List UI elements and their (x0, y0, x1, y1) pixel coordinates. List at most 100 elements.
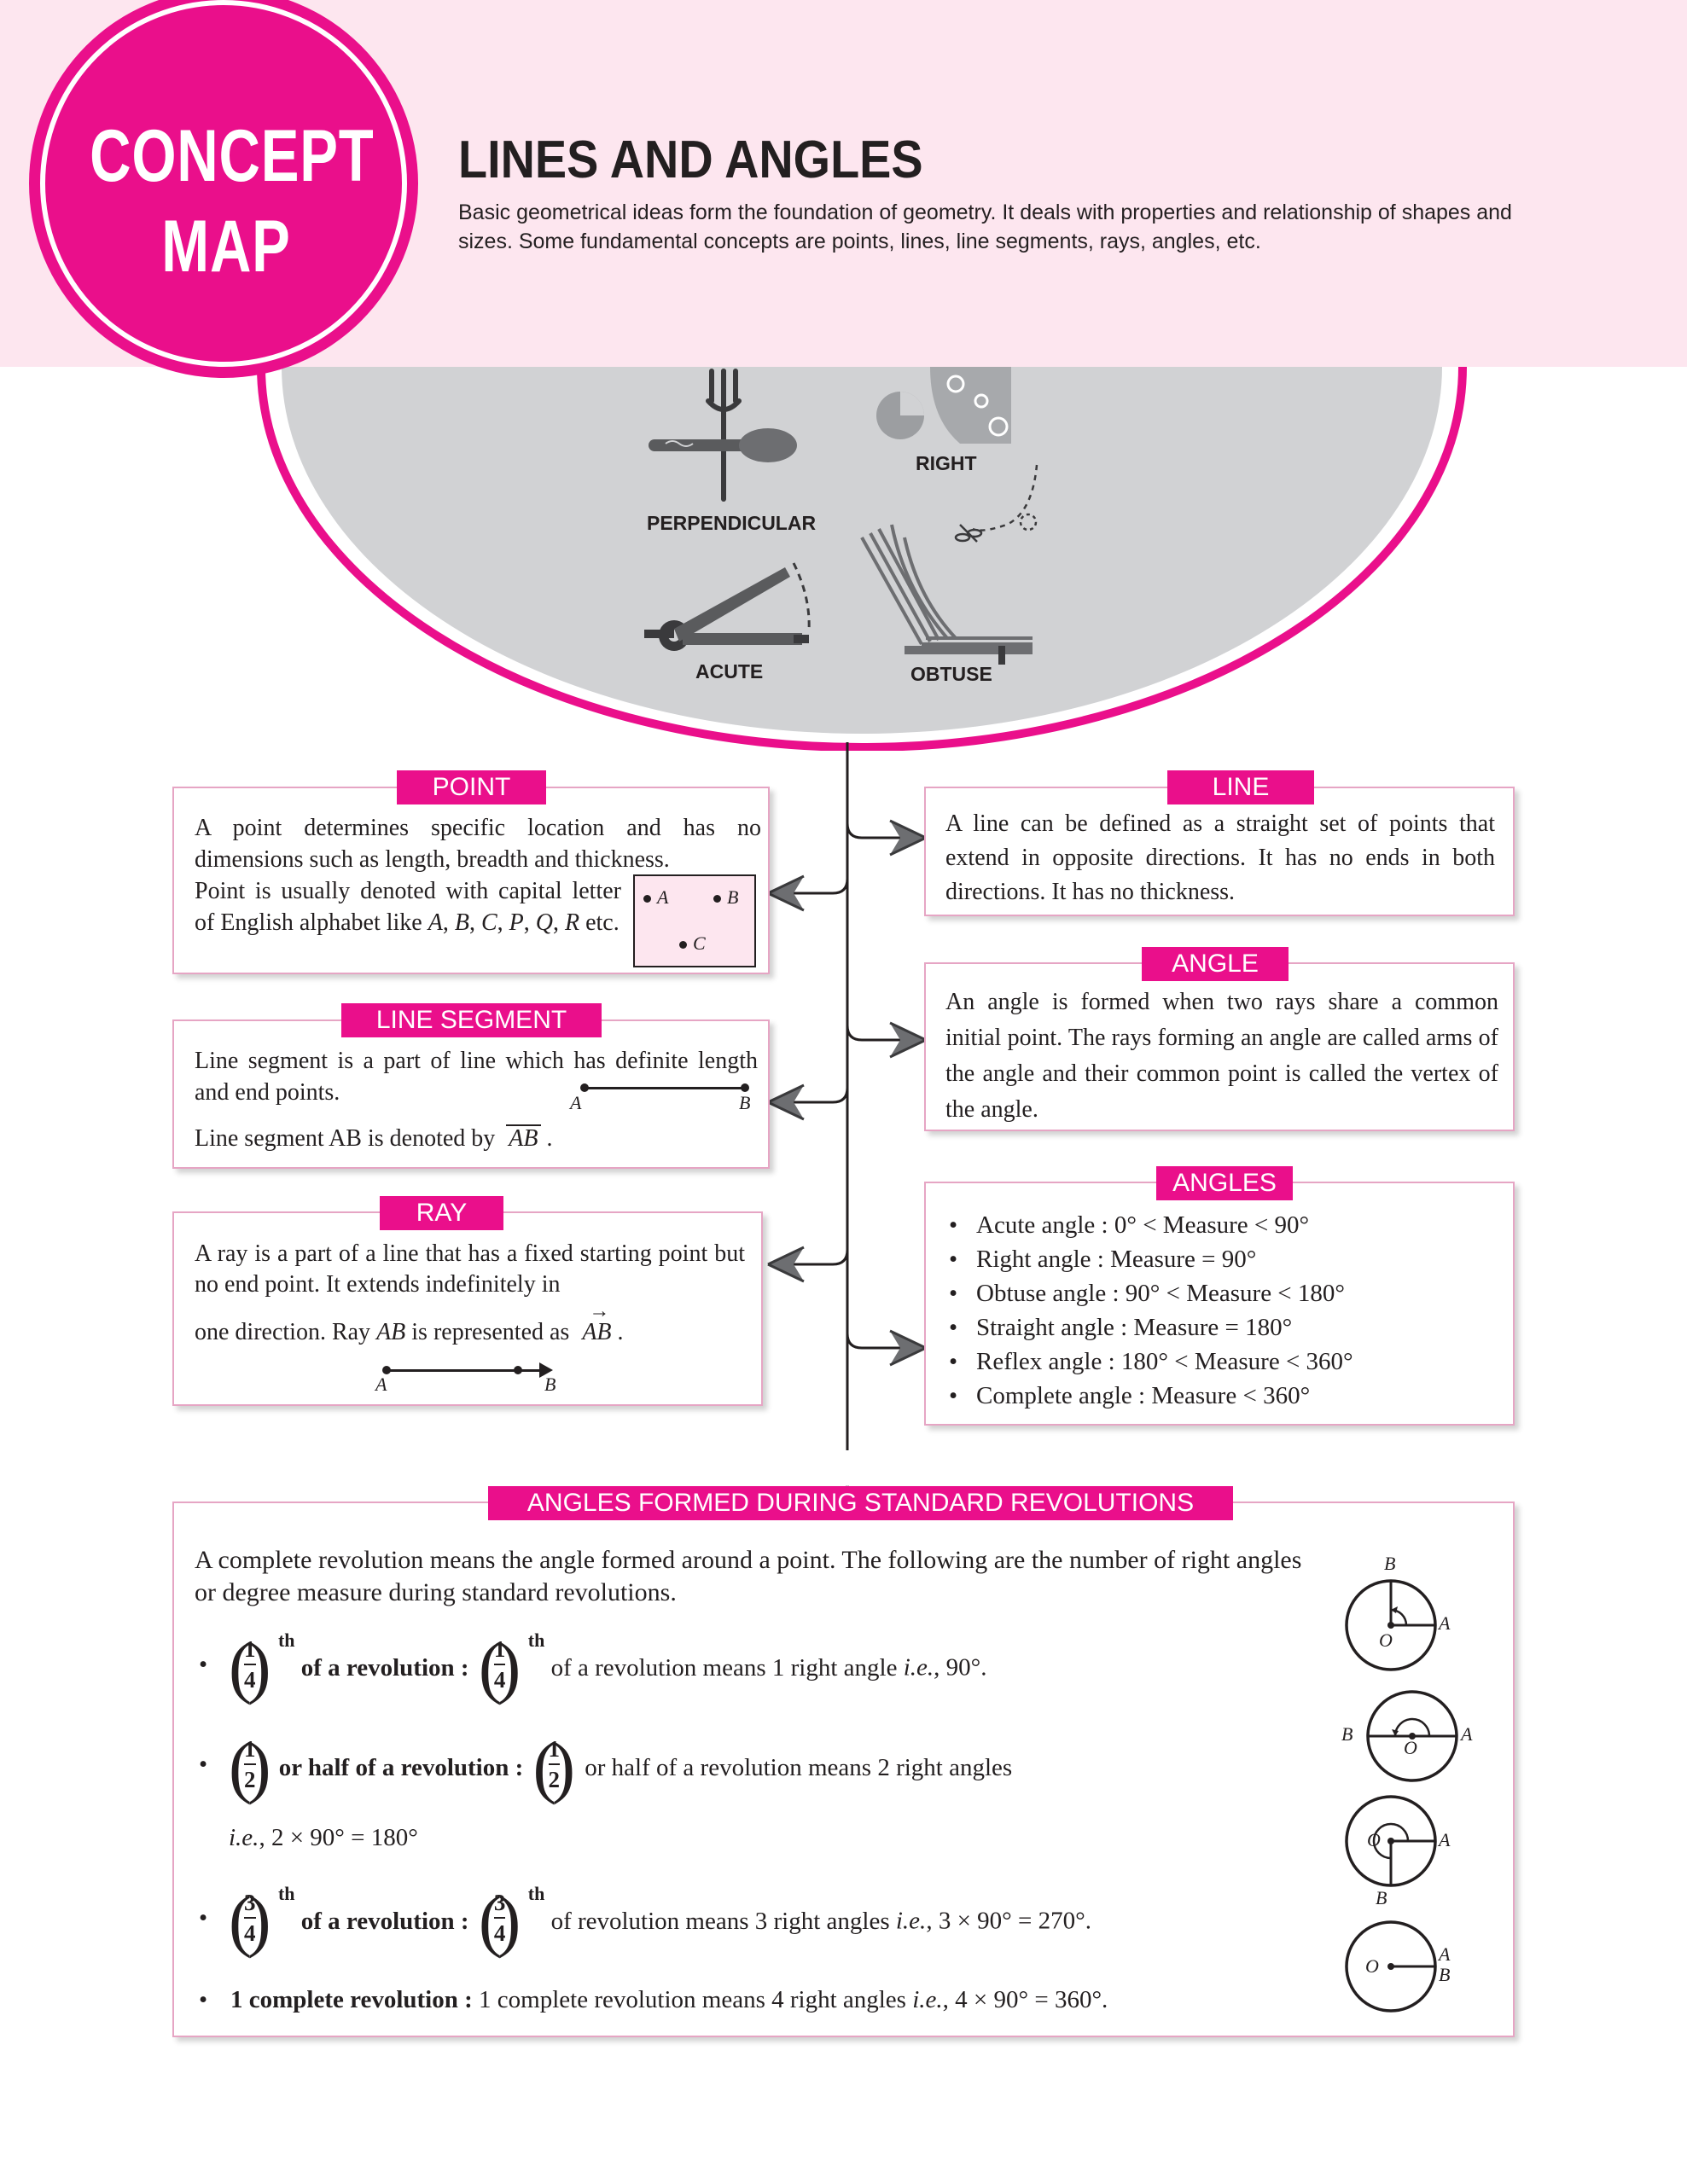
arrow-segment (766, 1083, 806, 1121)
point-label-a: A (657, 886, 669, 908)
arrow-point (766, 874, 806, 912)
illustration-arc-fill (282, 367, 1442, 734)
ray-notation-arrow: → (589, 1300, 610, 1322)
rev-bullet-3: • (199, 1904, 208, 1931)
branch-ray (772, 1249, 849, 1266)
angles-item: Reflex angle : 180° < Measure < 360° (939, 1345, 1502, 1379)
label-obtuse: OBTUSE (910, 663, 992, 685)
segment-label-a: A (570, 1092, 582, 1113)
rev-item-2-bold: or half of a revolution : (278, 1753, 524, 1781)
ray-text-block: A ray is a part of a line that has a fix… (195, 1240, 745, 1298)
ray-title: RAY (380, 1196, 503, 1230)
branch-angle (846, 1025, 922, 1042)
rev-item-4-rest: 1 complete revolution means 4 right angl… (479, 1986, 906, 2013)
rev-bullet-1: • (199, 1651, 208, 1678)
rev-bullet-2: • (199, 1751, 208, 1778)
fork-icon (706, 369, 742, 502)
point-text-rest: Point is usually denoted with capital le… (195, 878, 621, 936)
rev-item-4: 1 complete revolution : 1 complete revol… (230, 1986, 1108, 2014)
page-intro: Basic geometrical ideas form the foundat… (458, 200, 1512, 253)
ray-notation-text: AB (582, 1319, 612, 1345)
ray-label-a: A (375, 1374, 387, 1395)
arrow-line (888, 819, 928, 857)
revolutions-box (172, 1502, 1515, 2037)
line-segment-text: Line segment is a part of line which has… (195, 1048, 758, 1106)
ray-box (172, 1211, 763, 1406)
segment-label-b: B (739, 1092, 751, 1113)
fig3-label-o: O (1367, 1829, 1381, 1850)
rev-figure-half (1366, 1690, 1458, 1782)
fig2-label-b: B (1341, 1723, 1353, 1745)
line-segment-figure (580, 1083, 749, 1092)
illustration-arc-white-ring (265, 366, 1458, 748)
fig4-label-b: B (1439, 1964, 1451, 1985)
fig1-label-b: B (1384, 1553, 1396, 1574)
header-graphics (29, 0, 1467, 751)
label-acute: ACUTE (695, 660, 764, 682)
rev-item-1-tail: , 90°. (934, 1653, 987, 1682)
ray-text-end: one direction. Ray AB is represented as … (195, 1300, 745, 1348)
illustration-arc-pink-ring (257, 366, 1467, 751)
rev-item-3-bold: of a revolution : (300, 1907, 469, 1935)
line-text: A line can be defined as a straight set … (945, 810, 1495, 905)
fig4-label-o: O (1365, 1955, 1379, 1977)
rev-item-4-ie: i.e. (912, 1986, 943, 2013)
branch-point (772, 878, 849, 895)
pizza-icon (876, 367, 1011, 444)
badge-white-ring (40, 0, 407, 367)
dragonfly-icon (954, 464, 1038, 543)
line-title: LINE (1167, 770, 1314, 804)
angles-item: Complete angle : Measure < 360° (939, 1379, 1502, 1413)
line-segment-box (172, 1019, 770, 1169)
fig4-label-a: A (1439, 1943, 1451, 1965)
angles-list: Acute angle : 0° < Measure < 90° Right a… (939, 1208, 1502, 1413)
fig3-label-b: B (1376, 1887, 1387, 1908)
rev-item-2-rest: or half of a revolution means 2 right an… (585, 1753, 1013, 1781)
angles-item: Straight angle : Measure = 180° (939, 1310, 1502, 1345)
rev-item-1-rest: of a revolution means 1 right angle (550, 1653, 898, 1682)
ray-notation: →AB (582, 1300, 612, 1348)
arrow-angle (888, 1021, 928, 1059)
revolutions-intro: A complete revolution means the angle fo… (195, 1546, 1302, 1606)
angles-title: ANGLES (1156, 1166, 1293, 1200)
fig1-label-a: A (1439, 1612, 1451, 1634)
angles-item: Obtuse angle : 90° < Measure < 180° (939, 1276, 1502, 1310)
rev-figure-full (1345, 1920, 1437, 2013)
label-perpendicular: PERPENDICULAR (647, 512, 817, 534)
angle-text: An angle is formed when two rays share a… (945, 989, 1498, 1123)
label-right: RIGHT (916, 452, 977, 474)
angle-title: ANGLE (1142, 947, 1289, 981)
rev-item-2-ie: i.e. (229, 1824, 259, 1851)
rev-item-3-ie: i.e. (895, 1907, 927, 1935)
point-figure: A B C (633, 874, 756, 967)
branch-segment (772, 1087, 849, 1104)
revolution-figures (1345, 1579, 1458, 2013)
line-segment-notation-line: Line segment AB is denoted by AB . (195, 1124, 553, 1152)
branch-line (846, 822, 922, 839)
angles-item: Acute angle : 0° < Measure < 90° (939, 1208, 1502, 1242)
compass-icon (644, 562, 811, 651)
rev-item-4-tail: , 4 × 90° = 360°. (942, 1986, 1108, 2013)
fig2-label-a: A (1461, 1723, 1473, 1745)
angle-box (924, 962, 1515, 1131)
angles-item: Right angle : Measure = 90° (939, 1242, 1502, 1276)
ray-label-b: B (544, 1374, 556, 1395)
point-title: POINT (397, 770, 546, 804)
rev-item-1-bold: of a revolution : (300, 1653, 469, 1682)
rev-bullet-4: • (199, 1986, 208, 2013)
rev-item-2-cont: i.e., 2 × 90° = 180° (229, 1824, 418, 1852)
badge-line-2: MAP (161, 206, 291, 288)
rev-item-3-tail: , 3 × 90° = 270°. (926, 1907, 1091, 1935)
concept-map-badge: CONCEPT MAP (90, 111, 374, 292)
rev-item-1-ie: i.e. (903, 1653, 934, 1682)
arrow-angles (888, 1329, 928, 1367)
spoon-icon (649, 428, 797, 462)
point-label-c: C (693, 932, 706, 954)
